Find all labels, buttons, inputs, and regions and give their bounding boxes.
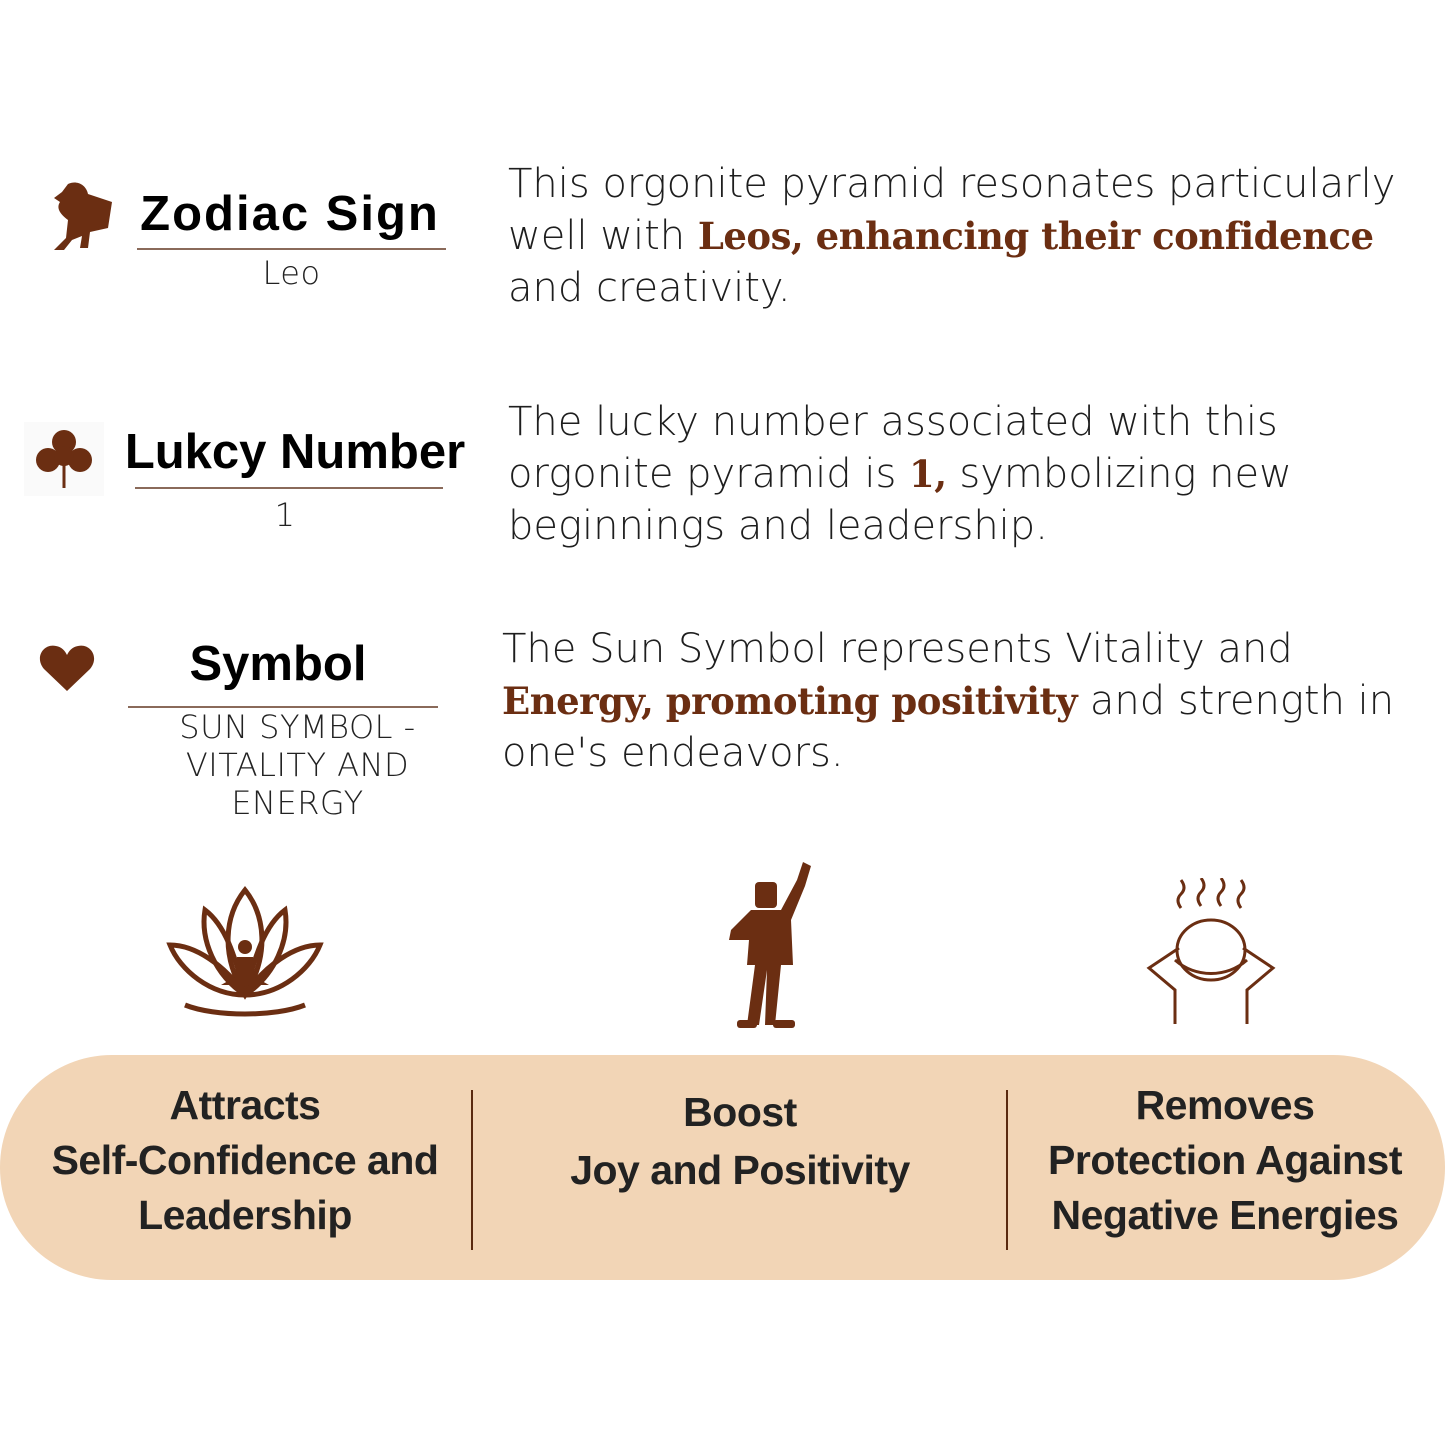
benefit-title: Boost xyxy=(683,1089,797,1135)
desc-text: The lucky number associated with this or… xyxy=(508,399,1278,497)
zodiac-value: Leo xyxy=(262,254,321,292)
benefit-title: Removes xyxy=(1135,1082,1315,1128)
desc-text: The Sun Symbol represents Vitality and xyxy=(502,626,1293,672)
desc-highlight: Leos, enhancing their confidence xyxy=(697,214,1374,258)
benefit-protection: Removes Protection Against Negative Ener… xyxy=(1010,1078,1440,1243)
symbol-value: SUN SYMBOL - VITALITY AND ENERGY xyxy=(179,708,416,822)
desc-highlight: Energy, promoting positivity xyxy=(502,679,1078,723)
divider xyxy=(137,248,446,250)
heart-icon xyxy=(39,645,95,691)
lotus-meditation-icon xyxy=(166,885,324,1017)
lion-icon xyxy=(54,182,112,250)
desc-text: This orgonite pyramid resonates particul… xyxy=(508,161,1396,259)
symbol-description: The Sun Symbol represents Vitality and E… xyxy=(502,623,1422,779)
clover-icon xyxy=(24,422,104,496)
divider xyxy=(128,706,438,708)
lucky-number-value: 1 xyxy=(274,496,296,534)
desc-text: and creativity. xyxy=(508,265,791,311)
desc-text: and strength in one's endeavors. xyxy=(502,678,1395,776)
zodiac-description: This orgonite pyramid resonates particul… xyxy=(508,158,1408,314)
stress-relief-head-icon xyxy=(1146,878,1276,1024)
benefit-divider xyxy=(1006,1090,1008,1250)
benefits-banner xyxy=(0,1055,1445,1280)
benefit-text: Negative Energies xyxy=(1051,1192,1400,1238)
desc-highlight: 1, xyxy=(909,452,947,496)
lucky-number-heading: Lukcy Number xyxy=(124,425,466,479)
zodiac-heading: Zodiac Sign xyxy=(140,187,440,241)
symbol-heading: Symbol xyxy=(189,637,367,691)
benefit-text: Joy and Positivity xyxy=(570,1147,910,1193)
lucky-number-description: The lucky number associated with this or… xyxy=(508,396,1388,552)
raised-fist-person-icon xyxy=(729,862,811,1028)
benefit-text: Self-Confidence and xyxy=(51,1137,439,1183)
benefit-text: Protection Against xyxy=(1048,1137,1402,1183)
benefit-joy: Boost Joy and Positivity xyxy=(490,1083,990,1199)
benefit-divider xyxy=(471,1090,473,1250)
desc-text: symbolizing new beginnings and leadershi… xyxy=(508,451,1292,549)
benefit-title: Attracts xyxy=(169,1082,321,1128)
divider xyxy=(135,487,443,489)
benefit-confidence: Attracts Self-Confidence and Leadership xyxy=(10,1078,480,1243)
benefit-text: Leadership xyxy=(138,1192,352,1238)
